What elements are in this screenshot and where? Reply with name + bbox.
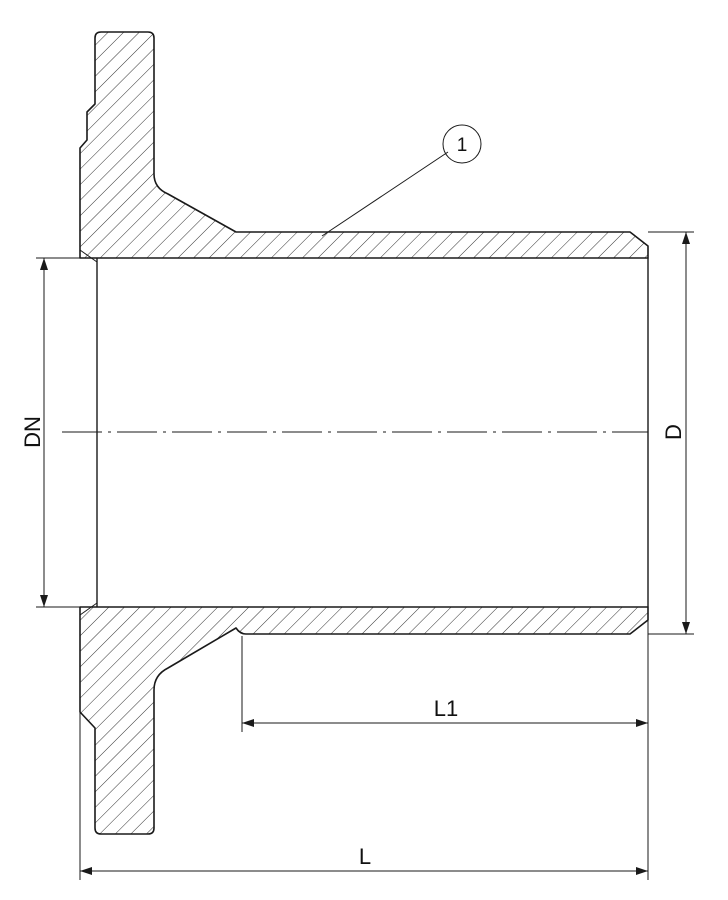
- callout-balloon: [442, 124, 482, 164]
- bore-chamfer-bottom: [79, 602, 98, 616]
- l-label: L: [359, 844, 371, 869]
- l1-label: L1: [434, 696, 458, 721]
- dn-label: DN: [20, 416, 45, 448]
- callout-leader: [321, 151, 449, 237]
- lower-wall-section: [79, 606, 649, 835]
- d-label: D: [661, 424, 686, 440]
- callout-label: 1: [457, 135, 468, 156]
- upper-wall-section: [79, 31, 649, 259]
- bore-chamfer-top: [79, 249, 98, 263]
